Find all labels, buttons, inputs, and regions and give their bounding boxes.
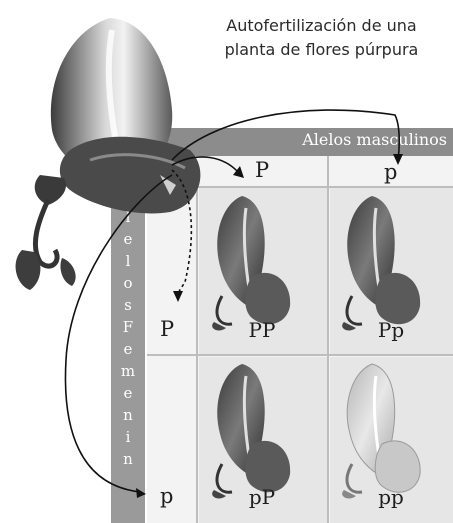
- flower-icon-PP: [212, 196, 290, 330]
- genotype-label-pP: pP: [222, 485, 302, 509]
- arrowhead-female-P: [173, 291, 183, 302]
- arrowhead-female-p: [136, 488, 146, 498]
- genotype-label-Pp: Pp: [351, 318, 431, 342]
- flower-icon-Pp: [342, 196, 420, 330]
- parent-flower-illustration: [16, 18, 201, 290]
- arrow-to-male-p: [172, 110, 399, 160]
- arrowhead-male-p: [393, 154, 403, 165]
- genotype-label-PP: PP: [222, 318, 302, 342]
- genotype-label-pp: pp: [351, 485, 431, 509]
- flower-icon-pp: [342, 364, 420, 498]
- flower-icon-pP: [212, 364, 290, 498]
- arrow-to-female-p: [65, 175, 172, 492]
